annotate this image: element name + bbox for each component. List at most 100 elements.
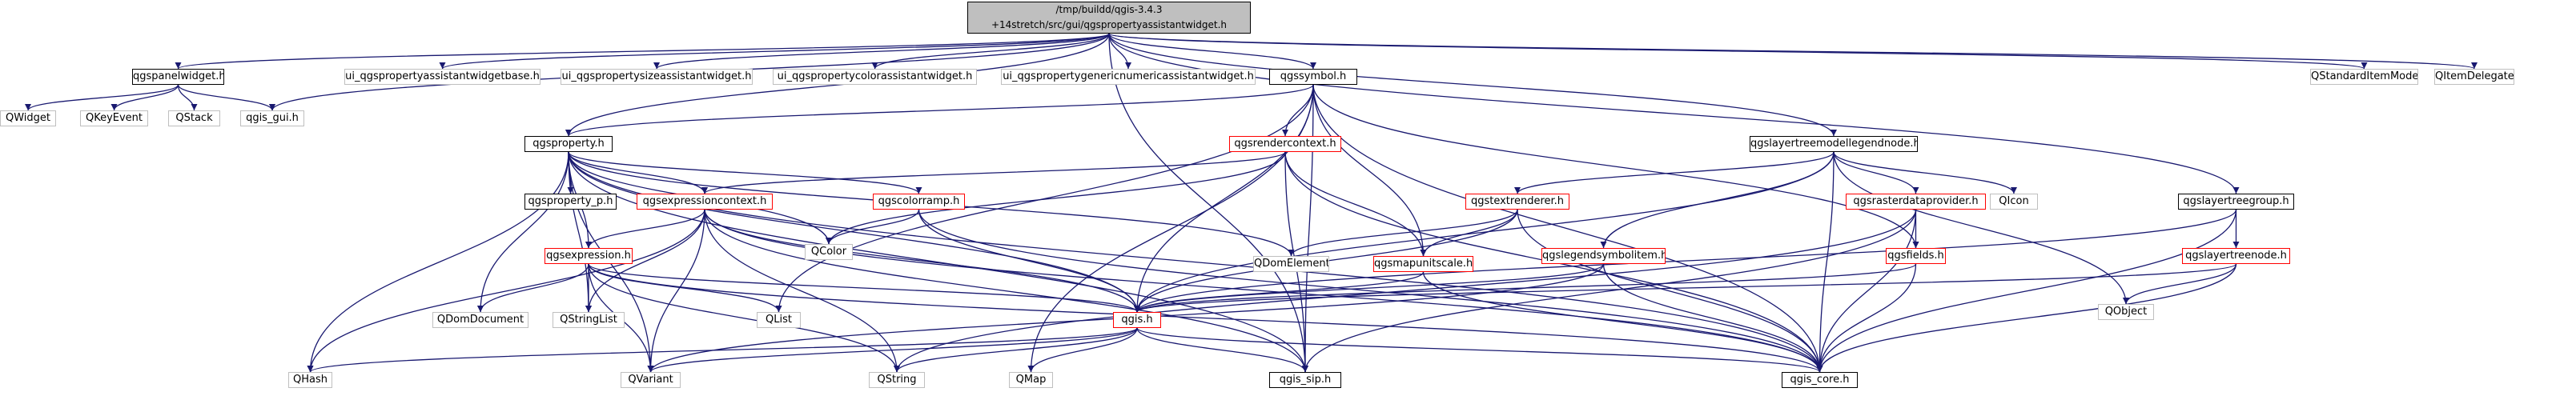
edge-qgssymbol-to-qgsproperty: [568, 84, 1314, 137]
edge-qgsrendercontext-to-qgsmapunitscale: [1284, 151, 1425, 257]
node-qgsexpressioncontext[interactable]: qgsexpressioncontext.h: [637, 194, 773, 210]
edge-qgsrasterdataprovider-to-qgis_sip: [1304, 209, 1917, 373]
edge-qgsrasterdataprovider-to-qgis_core: [1818, 209, 1917, 373]
edge-qgstextrenderer-to-qgsmapunitscale: [1422, 209, 1518, 257]
edge-qgspanelwidget-to-QWidget: [27, 84, 179, 111]
edge-qgslayertreenode-to-qgis_core: [1818, 263, 2237, 373]
node-ui-size: ui_qgspropertysizeassistantwidget.h: [561, 69, 753, 85]
edge-arrow-qgis-to-QString: [894, 366, 900, 372]
node-QStandardItemModel: QStandardItemModel: [2310, 69, 2418, 85]
node-qgslayertreemodellegendnode[interactable]: qgslayertreemodellegendnode.h: [1750, 136, 1918, 152]
edge-qgsproperty-to-qgsexpressioncontext: [568, 151, 705, 194]
node-QList: QList: [757, 312, 801, 328]
edge-qgslayertreemodellegendnode-to-qgis_core: [1818, 151, 1835, 373]
edge-qgsexpressioncontext-to-qgis: [704, 209, 1138, 313]
edge-qgslayertreemodellegendnode-to-qgsrasterdataprovider: [1833, 151, 1917, 194]
node-QWidget: QWidget: [0, 110, 56, 126]
node-qgis-sip[interactable]: qgis_sip.h: [1269, 372, 1341, 388]
edge-qgsexpressioncontext-to-qgsexpression: [588, 209, 705, 249]
edge-qgsexpression-to-QDomDocument: [480, 263, 589, 313]
edge-arrow-root-to-QItemDelegate: [2471, 62, 2478, 69]
edge-arrow-qgspanelwidget-to-qgis_gui: [269, 104, 275, 110]
edge-arrow-qgsproperty-to-qgscolorramp: [915, 187, 922, 194]
node-qgsproperty-p[interactable]: qgsproperty_p.h: [524, 194, 617, 210]
edge-arrow-qgstextrenderer-to-QDomElement: [1288, 250, 1295, 256]
edge-qgslayertreegroup-to-qgis: [1136, 209, 2237, 313]
node-qgis-core[interactable]: qgis_core.h: [1782, 372, 1858, 388]
node-qgsmapunitscale[interactable]: qgsmapunitscale.h: [1373, 256, 1473, 272]
edge-qgsexpression-to-QList: [588, 263, 780, 313]
edge-root-to-qgslayertreemodellegendnode: [1108, 33, 1835, 137]
edge-qgssymbol-to-qgis_sip: [1304, 84, 1314, 373]
edge-qgsrendercontext-to-qgsexpressioncontext: [704, 151, 1286, 194]
edge-arrow-qgis-to-QMap: [1027, 366, 1035, 372]
edge-arrow-root-to-QStandardItemModel: [2361, 62, 2368, 69]
edge-arrow-root-to-qgspanelwidget: [175, 62, 182, 69]
edge-qgsmapunitscale-to-qgis_core: [1422, 271, 1821, 373]
edge-qgslayertreemodellegendnode-to-QIcon: [1833, 151, 2015, 194]
edge-qgsexpression-to-qgis: [588, 263, 1138, 313]
edge-qgsexpressioncontext-to-qgis_sip: [704, 209, 1306, 373]
node-qgslayertreenode[interactable]: qgslayertreenode.h: [2182, 248, 2290, 264]
edge-arrow-qgsrendercontext-to-qgsexpressioncontext: [701, 187, 708, 194]
edge-qgspanelwidget-to-qgis_gui: [177, 84, 273, 111]
node-qgsrendercontext[interactable]: qgsrendercontext.h: [1229, 136, 1341, 152]
node-ui-color: ui_qgspropertycolorassistantwidget.h: [773, 69, 977, 85]
edge-qgis-to-qgis_sip: [1136, 327, 1306, 373]
edge-arrow-root-to-ui_size: [653, 62, 660, 69]
node-qgsproperty[interactable]: qgsproperty.h: [524, 136, 613, 152]
edge-arrow-root-to-ui_color: [871, 62, 878, 69]
node-qgsexpression[interactable]: qgsexpression.h: [545, 248, 633, 264]
edge-arrow-qgssymbol-to-qgsrendercontext: [1282, 130, 1288, 136]
node-QHash: QHash: [288, 372, 332, 388]
edge-qgsproperty-to-qgscolorramp: [568, 151, 920, 194]
edge-qgstextrenderer-to-qgis_core: [1517, 209, 1821, 373]
edge-arrow-qgsexpression-to-QStringList: [585, 306, 592, 312]
node-qgslayertreegroup[interactable]: qgslayertreegroup.h: [2178, 194, 2294, 210]
edge-arrow-qgsexpressioncontext-to-qgsexpression: [585, 242, 592, 248]
node-QMap: QMap: [1009, 372, 1053, 388]
edge-qgssymbol-to-qgsfields: [1312, 84, 1917, 249]
edge-arrow-qgslayertreemodellegendnode-to-qgslegendsymbolitem: [1600, 242, 1607, 248]
edge-qgspanelwidget-to-QKeyEvent: [113, 84, 179, 111]
edge-qgscolorramp-to-qgis: [918, 209, 1138, 313]
edge-arrow-qgslayertreemodellegendnode-to-QIcon: [2011, 187, 2017, 194]
edge-arrow-qgspanelwidget-to-QKeyEvent: [111, 104, 118, 110]
edge-arrow-qgslayertreemodellegendnode-to-qgstextrenderer: [1514, 187, 1521, 194]
edge-qgslegendsymbolitem-to-qgis_core: [1602, 263, 1821, 373]
edge-qgslayertreemodellegendnode-to-qgstextrenderer: [1517, 151, 1835, 194]
node-qgspanelwidget[interactable]: qgspanelwidget.h: [132, 69, 224, 85]
node-QString: QString: [869, 372, 925, 388]
node-qgis[interactable]: qgis.h: [1113, 312, 1161, 328]
node-qgsfields[interactable]: qgsfields.h: [1886, 248, 1946, 264]
node-root[interactable]: /tmp/buildd/qgis-3.4.3 +14stretch/src/gu…: [967, 2, 1251, 34]
edge-qgsexpressioncontext-to-QHash: [309, 209, 705, 373]
edge-qgis-to-QMap: [1030, 327, 1138, 373]
edge-qgsfields-to-qgis: [1136, 263, 1917, 313]
node-qgsrasterdataprovider[interactable]: qgsrasterdataprovider.h: [1846, 194, 1986, 210]
edge-qgscolorramp-to-qgis_core: [918, 209, 1821, 373]
edge-arrow-qgslayertreemodellegendnode-to-qgsrasterdataprovider: [1912, 187, 1919, 194]
node-qgscolorramp[interactable]: qgscolorramp.h: [873, 194, 965, 210]
edge-arrow-qgspanelwidget-to-QStack: [191, 104, 198, 110]
edge-qgsexpression-to-qgis_core: [588, 263, 1821, 373]
edge-arrow-qgsrasterdataprovider-to-qgsfields: [1912, 242, 1919, 248]
edge-arrow-qgssymbol-to-qgsproperty: [565, 130, 572, 136]
node-qgstextrenderer[interactable]: qgstextrenderer.h: [1465, 194, 1569, 210]
edge-qgsexpression-to-QString: [588, 263, 898, 373]
node-ui-base: ui_qgspropertyassistantwidgetbase.h: [344, 69, 541, 85]
node-qgssymbol[interactable]: qgssymbol.h: [1269, 69, 1357, 85]
edge-arrow-qgscolorramp-to-QColor: [826, 238, 832, 244]
node-ui-generic: ui_qgspropertygenericnumericassistantwid…: [1001, 69, 1256, 85]
edge-arrow-qgis-to-qgis_core: [1816, 366, 1823, 372]
edge-root-to-QItemDelegate: [1108, 33, 2475, 70]
edge-arrow-root-to-ui_generic: [1125, 62, 1131, 69]
edge-qgsrendercontext-to-QColor: [828, 151, 1286, 245]
edge-qgslayertreemodellegendnode-to-qgslegendsymbolitem: [1602, 151, 1835, 249]
edge-qgssymbol-to-QList: [778, 84, 1314, 313]
edge-qgsproperty-to-QHash: [309, 151, 569, 373]
edge-qgslayertreegroup-to-qgis_core: [1818, 209, 2237, 373]
edge-qgsexpressioncontext-to-QVariant: [649, 209, 705, 373]
node-qgslegendsymbolitem[interactable]: qgslegendsymbolitem.h: [1541, 248, 1666, 264]
